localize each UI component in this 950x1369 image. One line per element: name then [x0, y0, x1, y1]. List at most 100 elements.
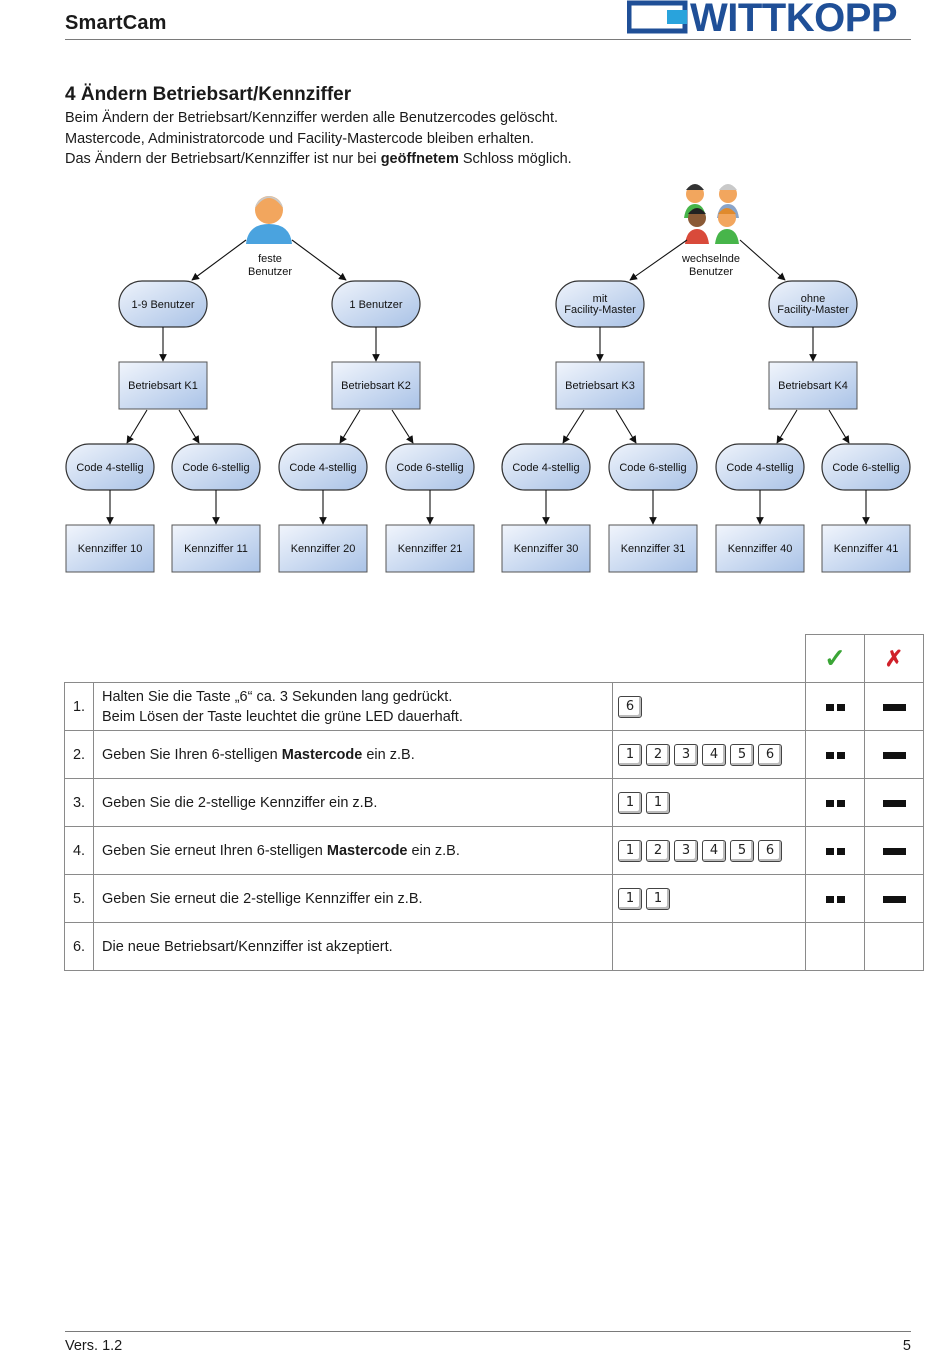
mode-node	[118, 361, 208, 410]
keypad-key: 2	[646, 839, 670, 862]
mode-label: Betriebsart K3	[565, 380, 635, 392]
page-number: 5	[902, 1338, 911, 1354]
keypad-key: 2	[646, 743, 670, 766]
step-number: 3.	[64, 778, 94, 827]
root-right-line2: Benutzer	[689, 266, 733, 278]
ok-signal	[805, 682, 865, 731]
code-length-label: Code 6-stellig	[182, 462, 249, 474]
long-beep-icon	[882, 895, 906, 903]
double-beep-icon	[825, 895, 845, 903]
keypad-key: 6	[618, 695, 642, 718]
id-number-node	[608, 524, 698, 573]
mode-label: Betriebsart K4	[778, 380, 848, 392]
id-number-node	[171, 524, 261, 573]
id-number-label: Kennziffer 31	[621, 543, 686, 555]
keypad-key: 1	[618, 839, 642, 862]
table-row: 4.Geben Sie erneut Ihren 6-stelligen Mas…	[64, 826, 924, 875]
step-text: Geben Sie erneut Ihren 6-stelligen Maste…	[93, 826, 613, 875]
ok-signal	[805, 922, 865, 971]
mode-diagram: feste Benutzer wechselnde Benutzer 1-9 B…	[65, 184, 911, 573]
keypad-key: 1	[618, 791, 642, 814]
id-number-label: Kennziffer 41	[834, 543, 899, 555]
id-number-node	[715, 524, 805, 573]
keypad-key: 4	[702, 839, 726, 862]
step-text: Geben Sie die 2-stellige Kennziffer ein …	[93, 778, 613, 827]
steps-table: ✓ ✗ 1. Halten Sie die Taste „6“ ca. 3 Sek…	[64, 634, 924, 971]
step-text-line-2: Beim Lösen der Taste leuchtet die grüne …	[102, 708, 463, 725]
step-number: 5.	[64, 874, 94, 923]
keypad-key: 6	[758, 743, 782, 766]
code-length-label: Code 4-stellig	[289, 462, 356, 474]
long-beep-icon	[882, 799, 906, 807]
mode-label: Betriebsart K1	[128, 380, 198, 392]
step-text: Geben Sie erneut die 2-stellige Kennziff…	[93, 874, 613, 923]
intro-line-3: Das Ändern der Betriebsart/Kennziffer is…	[65, 151, 572, 167]
table-row: 5.Geben Sie erneut die 2-stellige Kennzi…	[64, 874, 924, 923]
user-type-label: Facility-Master	[777, 304, 849, 316]
ok-signal	[805, 778, 865, 827]
keypad-key: 4	[702, 743, 726, 766]
intro-line-1: Beim Ändern der Betriebsart/Kennziffer w…	[65, 110, 559, 126]
user-type-label: mit	[593, 293, 608, 305]
keypad-key: 6	[758, 839, 782, 862]
mode-label: Betriebsart K2	[341, 380, 411, 392]
footer-version: Vers. 1.2	[65, 1338, 123, 1354]
long-beep-icon	[882, 751, 906, 759]
keypad-key: 1	[646, 791, 670, 814]
id-number-node	[501, 524, 591, 573]
step-text: Geben Sie Ihren 6-stelligen Mastercode e…	[93, 730, 613, 779]
root-left-line2: Benutzer	[248, 266, 292, 278]
step-text-line-1: Halten Sie die Taste „6“ ca. 3 Sekunden …	[102, 688, 453, 705]
key-sequence	[612, 922, 806, 971]
table-row: 1. Halten Sie die Taste „6“ ca. 3 Sekunde…	[64, 682, 924, 731]
keypad-key: 5	[730, 839, 754, 862]
step-text: Halten Sie die Taste „6“ ca. 3 Sekunden …	[93, 682, 613, 731]
keypad-key: 3	[674, 839, 698, 862]
logo-text: WITTKOPP	[690, 0, 898, 40]
code-length-label: Code 6-stellig	[619, 462, 686, 474]
double-beep-icon	[825, 751, 845, 759]
error-signal	[864, 682, 924, 731]
step-number: 1.	[64, 682, 94, 731]
root-right-line1: wechselnde	[681, 253, 740, 265]
table-header-row: ✓ ✗	[65, 634, 924, 683]
brand-title: SmartCam	[65, 12, 167, 34]
id-number-label: Kennziffer 10	[78, 543, 143, 555]
root-left-line1: feste	[258, 253, 282, 265]
mode-node	[331, 361, 421, 410]
key-sequence: 6	[612, 682, 806, 731]
user-type-label: 1-9 Benutzer	[132, 299, 195, 311]
id-number-label: Kennziffer 30	[514, 543, 579, 555]
intro-line-2: Mastercode, Administratorcode und Facili…	[65, 130, 535, 147]
id-number-label: Kennziffer 21	[398, 543, 463, 555]
double-beep-icon	[825, 847, 845, 855]
id-number-node	[385, 524, 475, 573]
keypad-key: 5	[730, 743, 754, 766]
id-number-label: Kennziffer 11	[184, 543, 248, 555]
table-row: 6.Die neue Betriebsart/Kennziffer ist ak…	[64, 922, 924, 971]
header-divider	[65, 39, 911, 40]
long-beep-icon	[882, 847, 906, 855]
error-signal	[864, 922, 924, 971]
id-number-node	[821, 524, 911, 573]
table-row: 3.Geben Sie die 2-stellige Kennziffer ei…	[64, 778, 924, 827]
id-number-label: Kennziffer 40	[728, 543, 793, 555]
error-signal	[864, 730, 924, 779]
long-beep-icon	[882, 703, 906, 711]
id-number-label: Kennziffer 20	[291, 543, 356, 555]
ok-signal	[805, 826, 865, 875]
keypad-key: 1	[618, 887, 642, 910]
table-row: 2.Geben Sie Ihren 6-stelligen Mastercode…	[64, 730, 924, 779]
code-length-label: Code 4-stellig	[76, 462, 143, 474]
double-beep-icon	[825, 703, 845, 711]
id-number-node	[278, 524, 368, 573]
code-length-label: Code 6-stellig	[832, 462, 899, 474]
keypad-key: 1	[618, 743, 642, 766]
ok-icon: ✓	[805, 634, 865, 683]
double-beep-icon	[825, 799, 845, 807]
step-number: 4.	[64, 826, 94, 875]
